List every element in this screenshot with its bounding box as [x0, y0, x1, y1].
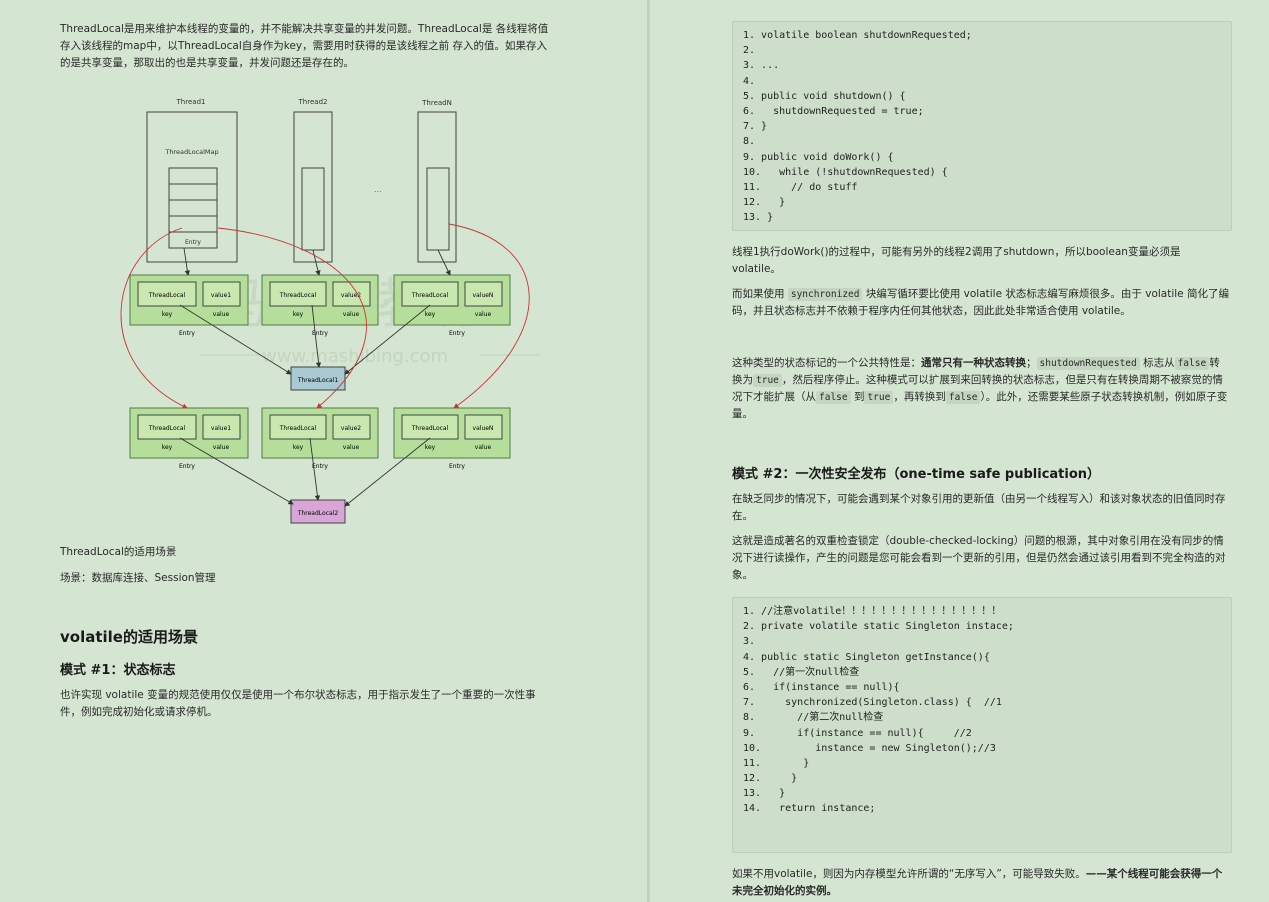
svg-text:value2: value2	[341, 292, 361, 299]
svg-text:Entry: Entry	[449, 330, 465, 337]
para-state-flag: 这种类型的状态标记的一个公共特性是：通常只有一种状态转换；shutdownReq…	[732, 357, 1228, 420]
scenario-text: 场景：数据库连接、Session管理	[60, 572, 216, 584]
pattern1-heading: 模式 #1：状态标志	[60, 663, 176, 678]
svg-text:Entry: Entry	[312, 463, 328, 470]
svg-text:ThreadLocal: ThreadLocal	[279, 425, 317, 432]
threadlocal-intro: ThreadLocal是用来维护本线程的变量的，并不能解决共享变量的并发问题。T…	[60, 23, 549, 69]
threadlocal-diagram: 马士兵教育 www.mashibing.com Thread1 Thread2 …	[120, 98, 540, 524]
svg-text:value: value	[475, 311, 492, 318]
para-dcl: 这就是造成著名的双重检查锁定（double-checked-locking）问题…	[732, 535, 1226, 581]
svg-text:key: key	[293, 444, 304, 451]
svg-text:key: key	[425, 444, 436, 451]
threadN-box	[417, 111, 457, 263]
pattern1-text: 也许实现 volatile 变量的规范使用仅仅是使用一个布尔状态标志，用于指示发…	[60, 689, 536, 718]
svg-text:ThreadLocal: ThreadLocal	[411, 425, 449, 432]
thread1-label: Thread1	[176, 98, 206, 106]
volatile-heading: volatile的适用场景	[60, 628, 198, 646]
thread1-box	[146, 111, 238, 263]
watermark-url: www.mashibing.com	[262, 346, 448, 367]
para-unordered-write: 如果不用volatile，则因为内存模型允许所谓的“无序写入”，可能导致失败。—…	[732, 868, 1223, 897]
svg-text:Entry: Entry	[449, 463, 465, 470]
svg-text:key: key	[425, 311, 436, 318]
svg-text:Entry: Entry	[179, 463, 195, 470]
entry-row-2: ThreadLocal value1 key value Entry Threa…	[129, 407, 511, 470]
svg-text:value1: value1	[211, 425, 231, 432]
thread2-box	[293, 111, 333, 263]
threadN-label: ThreadN	[421, 99, 452, 107]
svg-text:value2: value2	[341, 425, 361, 432]
svg-text:valueN: valueN	[473, 292, 494, 299]
svg-text:Entry: Entry	[312, 330, 328, 337]
scenario-title: ThreadLocal的适用场景	[60, 546, 177, 558]
svg-text:ThreadLocal: ThreadLocal	[148, 292, 186, 299]
para-stale-value: 在缺乏同步的情况下，可能会遇到某个对象引用的更新值（由另一个线程写入）和该对象状…	[732, 493, 1226, 522]
svg-text:key: key	[293, 311, 304, 318]
threadlocal1-label: ThreadLocal1	[297, 377, 339, 384]
svg-text:value: value	[475, 444, 492, 451]
svg-text:ThreadLocal: ThreadLocal	[148, 425, 186, 432]
para-synchronized: 而如果使用 synchronized 块编写循环要比使用 volatile 状态…	[732, 288, 1229, 317]
svg-text:valueN: valueN	[473, 425, 494, 432]
threadlocalmap-label: ThreadLocalMap	[164, 148, 218, 156]
svg-text:ThreadLocal: ThreadLocal	[279, 292, 317, 299]
threadlocal2-label: ThreadLocal2	[297, 510, 339, 517]
entry-row-1: ThreadLocal value1 key value Entry Threa…	[129, 274, 511, 337]
svg-text:key: key	[162, 311, 173, 318]
svg-text:Entry: Entry	[179, 330, 195, 337]
thread2-label: Thread2	[298, 98, 328, 106]
svg-text:key: key	[162, 444, 173, 451]
para-doWork: 线程1执行doWork()的过程中，可能有另外的线程2调用了shutdown，所…	[732, 246, 1181, 275]
svg-text:value: value	[213, 311, 230, 318]
svg-text:value: value	[343, 311, 360, 318]
dots-label: ...	[374, 185, 382, 194]
svg-text:value: value	[343, 444, 360, 451]
svg-text:value1: value1	[211, 292, 231, 299]
page-divider	[647, 0, 650, 902]
svg-text:ThreadLocal: ThreadLocal	[411, 292, 449, 299]
pattern2-heading: 模式 #2：一次性安全发布（one-time safe publication）	[732, 467, 1101, 482]
code-block-2: 1. //注意volatile！！！！！！！！！！！！！！！！ 2. priva…	[732, 597, 1232, 853]
map-entry-label: Entry	[185, 239, 201, 246]
svg-text:value: value	[213, 444, 230, 451]
code-block-1: 1. volatile boolean shutdownRequested; 2…	[732, 21, 1232, 231]
